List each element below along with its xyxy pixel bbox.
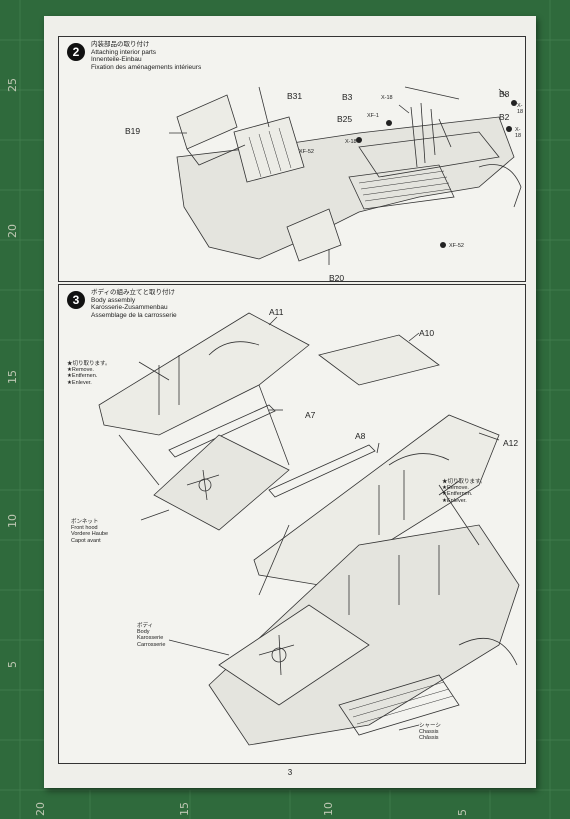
paint-x18-d: X-18	[345, 139, 357, 145]
body-label: ボディ Body Karosserie Carrosserie	[137, 623, 165, 648]
remove-note-left-en: ★Remove.	[67, 367, 94, 374]
step-2-title-fr: Fixation des aménagements intérieurs	[91, 63, 202, 71]
step-2-titles: 内装部品の取り付け Attaching interior parts Innen…	[91, 41, 201, 71]
remove-note-right: ★切り取ります。 ★Remove. ★Entfernen. ★Enlever.	[442, 479, 485, 504]
front-hood-label-de: Vordere Haube	[71, 531, 108, 538]
part-b2: B2	[499, 112, 510, 122]
paint-x18-c: X-18	[515, 127, 522, 140]
front-hood-label-ja: ボンネット	[71, 519, 99, 525]
ruler-label-left-3: 15	[6, 370, 19, 384]
remove-note-left-fr: ★Enlever.	[67, 379, 92, 386]
interior-parts-diagram	[169, 86, 522, 265]
paint-x18-a: X-18	[381, 95, 393, 101]
part-b25: B25	[337, 114, 353, 124]
ruler-label-bottom-2: 15	[178, 802, 191, 816]
step-3-title-en: Body assembly	[91, 296, 136, 304]
chassis-label-ja: シャーシ	[419, 723, 441, 729]
step-2-number: 2	[67, 43, 85, 61]
step-3-title-ja: ボディの組み立てと取り付け	[91, 289, 176, 296]
remove-note-left-de: ★Entfernen.	[67, 373, 98, 380]
body-label-en: Body	[137, 629, 150, 636]
part-a12: A12	[503, 438, 519, 448]
paint-xf52-a: XF-52	[299, 149, 314, 155]
chassis-label: シャーシ Chassis Châssis	[419, 723, 441, 742]
chassis-label-en: Chassis	[419, 729, 439, 736]
ruler-label-left-1: 25	[6, 78, 19, 92]
remove-note-right-en: ★Remove.	[442, 485, 469, 492]
front-hood-label-fr: Capot avant	[71, 537, 101, 544]
part-a10: A10	[419, 328, 435, 338]
instruction-sheet: 2 内装部品の取り付け Attaching interior parts Inn…	[44, 16, 536, 788]
ruler-label-bottom-1: 20	[34, 802, 47, 816]
part-a11: A11	[269, 307, 284, 317]
part-a8: A8	[355, 431, 366, 441]
part-b20: B20	[329, 273, 345, 283]
front-hood-label: ボンネット Front hood Vordere Haube Capot ava…	[71, 519, 108, 544]
step-2-title-en: Attaching interior parts	[91, 48, 157, 56]
ruler-label-left-2: 20	[6, 224, 19, 238]
paint-xf1: XF-1	[367, 113, 379, 119]
body-label-fr: Carrosserie	[137, 641, 166, 648]
step-3-title-fr: Assemblage de la carrosserie	[91, 311, 177, 319]
ruler-label-left-4: 10	[6, 514, 19, 528]
step-3-number: 3	[67, 291, 85, 309]
step-2-title-ja: 内装部品の取り付け	[91, 41, 150, 48]
remove-note-right-fr: ★Enlever.	[442, 497, 467, 504]
remove-note-left: ★切り取ります。 ★Remove. ★Entfernen. ★Enlever.	[67, 361, 110, 386]
part-b3: B3	[342, 92, 353, 102]
step-3-titles: ボディの組み立てと取り付け Body assembly Karosserie-Z…	[91, 289, 177, 319]
body-label-ja: ボディ	[137, 623, 154, 629]
paint-xf52-b: XF-52	[449, 243, 464, 249]
ruler-label-bottom-4: 5	[456, 809, 469, 816]
part-b8: B8	[499, 89, 510, 99]
remove-note-left-ja: ★切り取ります。	[67, 361, 111, 367]
body-label-de: Karosserie	[137, 635, 164, 642]
remove-note-right-ja: ★切り取ります。	[442, 479, 486, 485]
body-assembly-diagram	[98, 312, 520, 746]
remove-note-right-de: ★Entfernen.	[442, 491, 473, 498]
part-b19: B19	[125, 126, 141, 136]
part-b31: B31	[287, 91, 303, 101]
chassis-label-fr: Châssis	[419, 735, 439, 742]
part-a7: A7	[305, 410, 316, 420]
step-3-title-de: Karosserie-Zusammenbau	[91, 304, 168, 312]
step-3-panel: 3 ボディの組み立てと取り付け Body assembly Karosserie…	[58, 284, 526, 764]
paint-x18-b: X-18	[517, 103, 524, 116]
step-2-panel: 2 内装部品の取り付け Attaching interior parts Inn…	[58, 36, 526, 283]
page-number: 3	[287, 768, 293, 777]
step-2-title-de: Innenteile-Einbau	[91, 56, 142, 64]
ruler-label-left-5: 5	[6, 661, 19, 668]
front-hood-label-en: Front hood	[71, 525, 98, 532]
ruler-label-bottom-3: 10	[322, 802, 335, 816]
